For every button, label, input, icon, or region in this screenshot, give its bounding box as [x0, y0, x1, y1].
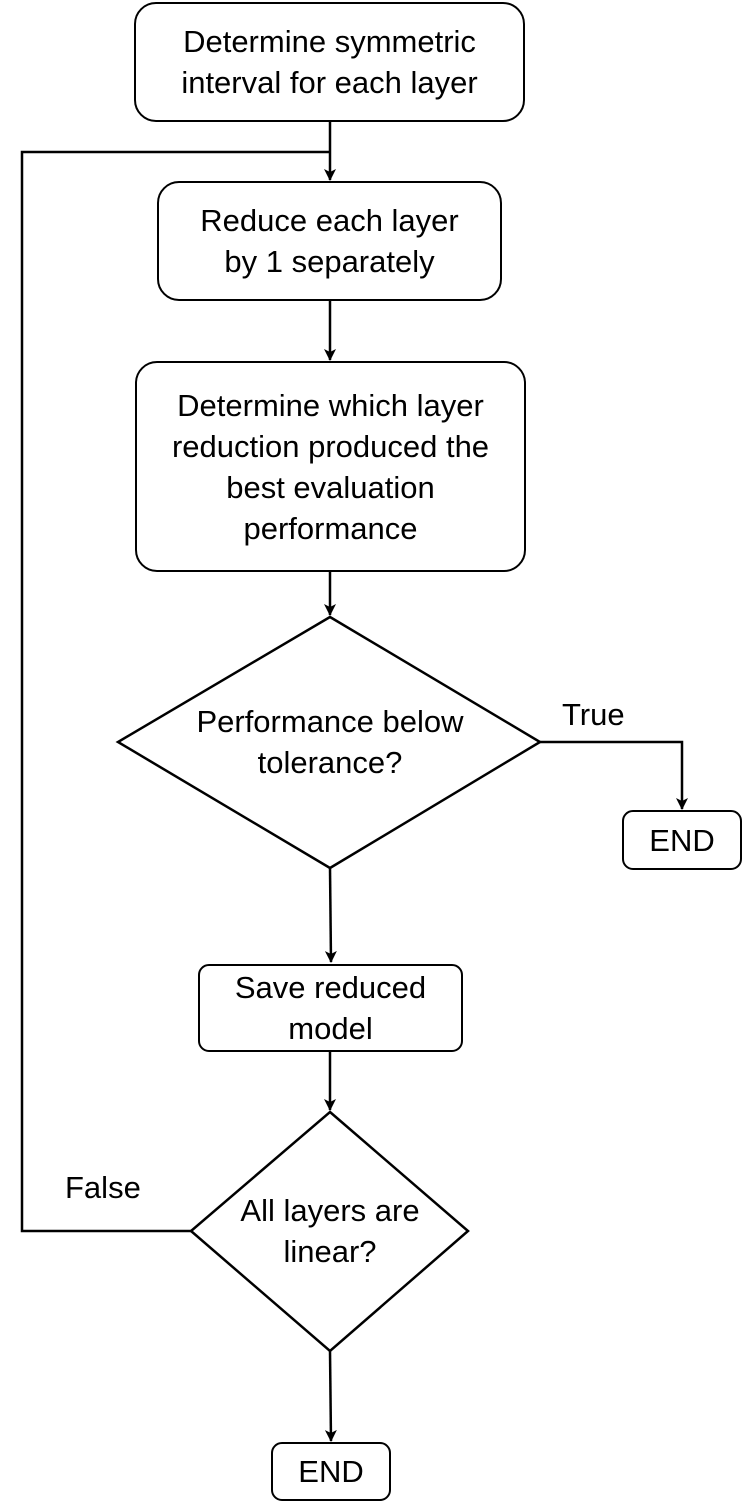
node-text-line: Save reduced: [234, 970, 427, 1005]
reduce-layers-box: Reduce each layer by 1 separately: [157, 181, 502, 301]
node-text-line: Determine symmetric: [183, 24, 476, 59]
linear-decision-text: All layers are linear?: [200, 1186, 460, 1276]
edge-tolerance-true-to-end: [540, 740, 688, 810]
node-text-line: interval for each layer: [181, 65, 478, 100]
save-model-box: Save reduced model: [198, 964, 463, 1052]
node-text-line: performance: [243, 510, 418, 546]
edge-linear-to-end: [324, 1350, 337, 1442]
node-text-line: Performance below: [196, 704, 464, 739]
node-text-line: linear?: [283, 1234, 377, 1269]
node-text-line: Reduce each layer: [200, 203, 459, 238]
tolerance-decision-text: Performance below tolerance?: [150, 697, 510, 787]
node-text-line: model: [288, 1011, 373, 1046]
node-text-line: Determine which layer: [177, 387, 484, 423]
node-text-line: best evaluation: [226, 469, 435, 505]
node-text-line: tolerance?: [257, 745, 403, 780]
edge-linear-false-loop: [20, 150, 330, 1233]
start-process-box: Determine symmetric interval for each la…: [134, 2, 525, 122]
node-text-line: reduction produced the: [171, 428, 490, 464]
end-bottom-box: END: [271, 1442, 391, 1501]
linear-decision-shape: [189, 1110, 470, 1353]
end-right-box: END: [622, 810, 742, 870]
node-text-line: END: [649, 822, 715, 858]
node-text-line: by 1 separately: [224, 244, 435, 279]
tolerance-decision-shape: [115, 615, 543, 870]
determine-best-layer-box: Determine which layer reduction produced…: [135, 361, 526, 572]
false-edge-label: False: [65, 1170, 141, 1205]
node-text-line: All layers are: [240, 1193, 420, 1228]
node-text-line: END: [298, 1454, 364, 1489]
true-edge-label: True: [562, 697, 625, 732]
edge-tolerance-to-save: [324, 867, 337, 963]
